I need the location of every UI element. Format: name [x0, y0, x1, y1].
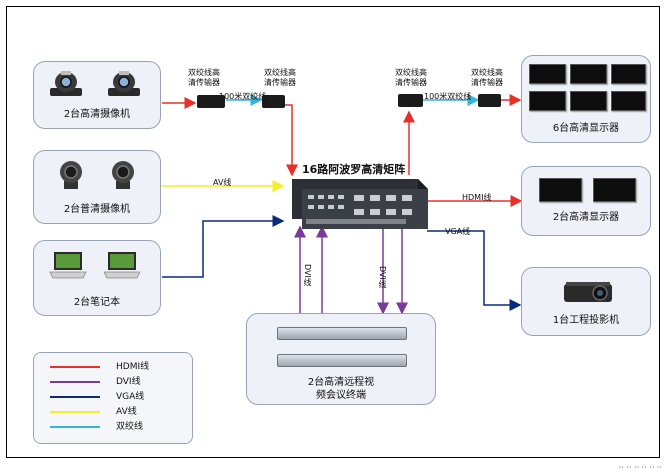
legend-label: HDMI线	[116, 362, 150, 372]
display-icon	[570, 91, 607, 111]
link-label: 100米双绞线	[219, 92, 267, 101]
box-hd-cameras: 2台高清摄像机	[33, 61, 161, 129]
legend-swatch	[50, 366, 100, 368]
watermark: ·· ·· ·· ·· ·· ··	[618, 463, 662, 472]
legend-swatch	[50, 381, 100, 383]
legend-item: HDMI线	[34, 360, 192, 375]
hd-camera-icon	[50, 71, 82, 96]
vga-line	[427, 230, 522, 311]
diagram-frame	[6, 6, 660, 458]
laptop-icon	[49, 252, 87, 279]
box-laptops: 2台笔记本	[33, 240, 161, 316]
display-icon	[570, 64, 607, 84]
box-6-displays: 6台高清显示器	[521, 55, 651, 143]
legend-swatch	[50, 411, 100, 413]
legend-item: AV线	[34, 405, 192, 420]
display-icon	[611, 91, 646, 111]
legend-item: VGA线	[34, 390, 192, 405]
link-label: HDMI线	[462, 193, 492, 202]
box-caption: 2台高清远程视 频会议终端	[307, 377, 375, 401]
legend-label: AV线	[116, 407, 137, 417]
legend-item: 双绞线	[34, 420, 192, 435]
box-2-displays: 2台高清显示器	[521, 166, 651, 236]
hd-camera-icon	[108, 71, 140, 96]
box-caption: 2台笔记本	[73, 297, 121, 308]
link-label: DVI线	[378, 266, 387, 288]
box-caption: 1台工程投影机	[552, 315, 620, 326]
laptop-icon	[103, 252, 141, 279]
link-label: 100米双绞线	[424, 92, 472, 101]
box-caption: 6台高清显示器	[552, 123, 620, 134]
box-video-conf: 2台高清远程视 频会议终端	[246, 313, 436, 405]
legend-label: DVI线	[116, 377, 141, 387]
sd-camera-icon	[112, 161, 134, 189]
conference-terminal-icon	[277, 354, 407, 367]
transmitter-label: 双绞线高 清传输器	[471, 68, 503, 87]
matrix-title: 16路阿波罗高清矩阵	[302, 163, 406, 176]
legend-swatch	[50, 396, 100, 398]
legend: HDMI线 DVI线 VGA线 AV线双绞线	[33, 352, 193, 444]
transmitter-icon	[197, 95, 225, 108]
display-icon	[529, 64, 566, 84]
hdmi-line-to-matrix	[285, 104, 298, 177]
display-icon	[539, 178, 582, 202]
link-label: DVI线	[303, 264, 312, 286]
matrix-switcher-icon	[292, 179, 428, 229]
box-caption: 2台普清摄像机	[63, 204, 131, 215]
box-projector: 1台工程投影机	[521, 267, 651, 336]
conference-terminal-icon	[277, 327, 407, 340]
box-caption: 2台高清显示器	[552, 212, 620, 223]
transmitter-icon	[398, 94, 423, 107]
transmitter-label: 双绞线高 清传输器	[395, 68, 427, 87]
display-icon	[611, 64, 646, 84]
box-sd-cameras: 2台普清摄像机	[33, 150, 161, 224]
transmitter-label: 双绞线高 清传输器	[264, 68, 296, 87]
sd-camera-icon	[60, 161, 82, 189]
legend-label: VGA线	[116, 392, 145, 402]
display-icon	[529, 91, 566, 111]
box-caption: 2台高清摄像机	[63, 109, 131, 120]
transmitter-icon	[478, 94, 501, 107]
link-label: AV线	[213, 178, 232, 187]
transmitter-label: 双绞线高 清传输器	[188, 68, 220, 87]
legend-label: 双绞线	[116, 422, 144, 432]
display-icon	[593, 178, 636, 202]
legend-swatch	[50, 426, 100, 428]
transmitter-icon	[262, 95, 285, 108]
vga-line-laptops	[162, 215, 285, 278]
legend-item: DVI线	[34, 375, 192, 390]
projector-icon	[564, 282, 612, 302]
link-label: VGA线	[445, 227, 471, 236]
